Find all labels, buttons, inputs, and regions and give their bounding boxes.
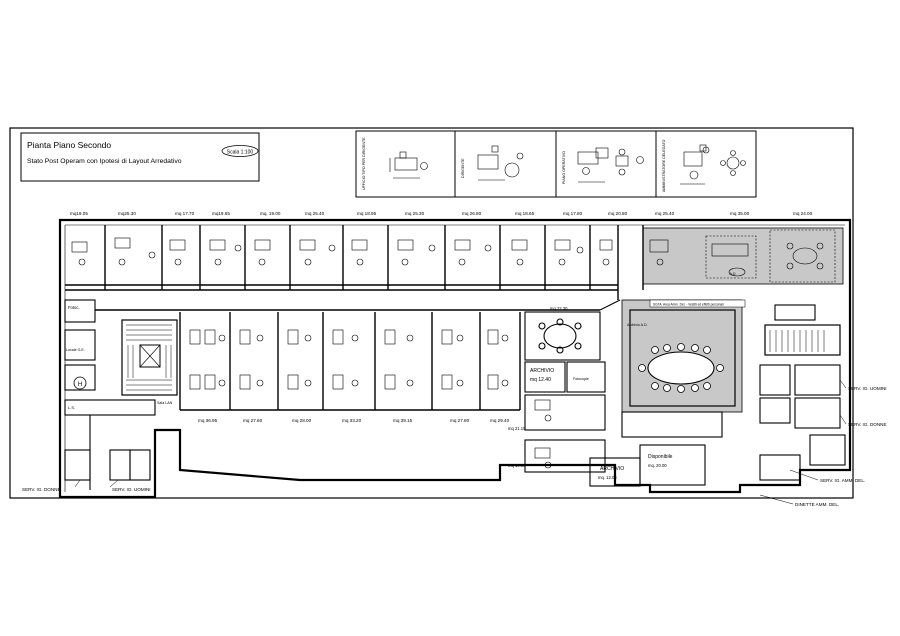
secretary-label: SGTA. Area Amm. Del. - Vestiti ed effett…	[653, 303, 724, 307]
meeting-room	[524, 311, 601, 361]
copy-room-label: Fotocopie	[573, 377, 589, 381]
area-bottom-7: mq 29.40	[490, 418, 510, 423]
serv-donne-right-label: SERV. IG. DONNE	[848, 422, 887, 427]
serv-uomini-left-label: SERV. IG. UOMINI	[112, 487, 151, 492]
serv-donne-left-label: SERV. IG. DONNE	[22, 487, 61, 492]
area-top-1: mq19.05	[70, 211, 88, 216]
left-service-rooms	[64, 299, 156, 490]
area-top-6: mq 25.40	[305, 211, 325, 216]
legend-panel-3-desk-icon	[577, 147, 644, 183]
top-offices	[65, 225, 644, 300]
office-1980	[524, 439, 606, 473]
bottom-offices	[179, 312, 521, 411]
legend-panel-4-label: AMMINISTRATORE DELEGATO	[662, 139, 666, 192]
archive-1-label: ARCHIVIO	[530, 368, 554, 374]
sala-lan-label: Sala LAN	[157, 401, 173, 405]
plan-subtitle: Stato Post Operam con Ipotesi di Layout …	[27, 158, 182, 165]
archive-room-1	[524, 361, 566, 393]
legend: UFFICIO TIPO PER DIRIGENTE DIRIGENTE PIA…	[355, 130, 757, 198]
office-1980-area: mq 19.80	[508, 463, 526, 468]
legend-panel-2-desk-icon	[477, 145, 524, 181]
top-area-labels: mq19.05 mq25.30 mq 17.70 mq19.65 mq. 19.…	[70, 211, 813, 216]
area-bottom-5: mq 39.15	[393, 418, 413, 423]
meeting-room-area: mq 22.30	[550, 306, 568, 311]
stair-core-left	[121, 319, 178, 396]
office-2115-area: mq 21.15	[508, 426, 526, 431]
area-top-15: mq 24.00	[793, 211, 813, 216]
office-2115	[524, 394, 606, 431]
archive-2-label: ARCHIVIO	[600, 466, 624, 472]
bottom-area-labels: mq 36.95 mq 27.60 mq 28.00 mq 33.20 mq 3…	[198, 418, 510, 423]
serv-uomini-right-label: SERV. IG. UOMINI	[848, 386, 887, 391]
area-top-10: mq 18.65	[515, 211, 535, 216]
lift-symbol	[73, 376, 87, 390]
archive-ad-label: Archivio A.D.	[627, 323, 648, 327]
scale-badge	[221, 145, 259, 157]
ad-label: A.D.	[730, 272, 737, 276]
legend-panel-4-desk-icon	[680, 144, 746, 185]
area-bottom-6: mq 27.80	[450, 418, 470, 423]
available-area: mq. 20.00	[648, 463, 667, 468]
office-furniture	[71, 237, 824, 469]
area-top-8: mq 25.30	[405, 211, 425, 216]
title-block: Pianta Piano Secondo Stato Post Operam c…	[20, 132, 260, 182]
archive-1-area: mq 12.40	[530, 377, 551, 383]
right-service-rooms	[759, 304, 846, 481]
area-top-5: mq. 19.00	[260, 211, 281, 216]
ls-label: L.S.	[68, 405, 75, 410]
floor-plan: H L.S.	[22, 211, 887, 507]
area-top-7: mq 18.95	[357, 211, 377, 216]
area-bottom-4: mq 33.20	[342, 418, 362, 423]
lift-label: H	[78, 382, 82, 388]
area-top-2: mq25.30	[118, 211, 136, 216]
legend-panel-3-label: PIANO OPERATIVO	[562, 151, 566, 184]
plan-title: Pianta Piano Secondo	[27, 140, 111, 150]
area-top-12: mq 20.80	[608, 211, 628, 216]
available-label: Disponibile	[648, 454, 673, 460]
area-top-9: mq 26.80	[462, 211, 482, 216]
scale-label: Scala 1:100	[227, 150, 254, 156]
boardroom-table	[629, 309, 736, 407]
area-bottom-2: mq 27.60	[243, 418, 263, 423]
area-top-14: mq 35.00	[730, 211, 750, 216]
area-top-13: mq 25.40	[655, 211, 675, 216]
legend-panel-1-label: UFFICIO TIPO PER DIRIGENTE	[362, 137, 366, 190]
locale-ge-label: Locale G.E.	[66, 348, 85, 352]
serv-amm-del-label: SERV. IG. AMM. DEL.	[820, 478, 865, 483]
legend-panel-1-desk-icon	[389, 151, 428, 179]
dinette-label: DINETTE AMM. DEL.	[795, 502, 839, 507]
area-bottom-1: mq 36.95	[198, 418, 218, 423]
stair-core-right	[764, 324, 841, 356]
available-room	[639, 444, 706, 486]
copy-room	[566, 361, 606, 393]
area-top-4: mq19.65	[212, 211, 230, 216]
fotoc-left-label: Fotoc.	[68, 305, 80, 310]
sheet-border	[9, 127, 854, 499]
legend-panel-2-label: DIRIGENTE	[461, 158, 465, 178]
area-bottom-3: mq 28.00	[292, 418, 312, 423]
area-top-11: mq 17.80	[563, 211, 583, 216]
archive-2-area: mq. 12.00	[598, 475, 617, 480]
area-top-3: mq 17.70	[175, 211, 195, 216]
